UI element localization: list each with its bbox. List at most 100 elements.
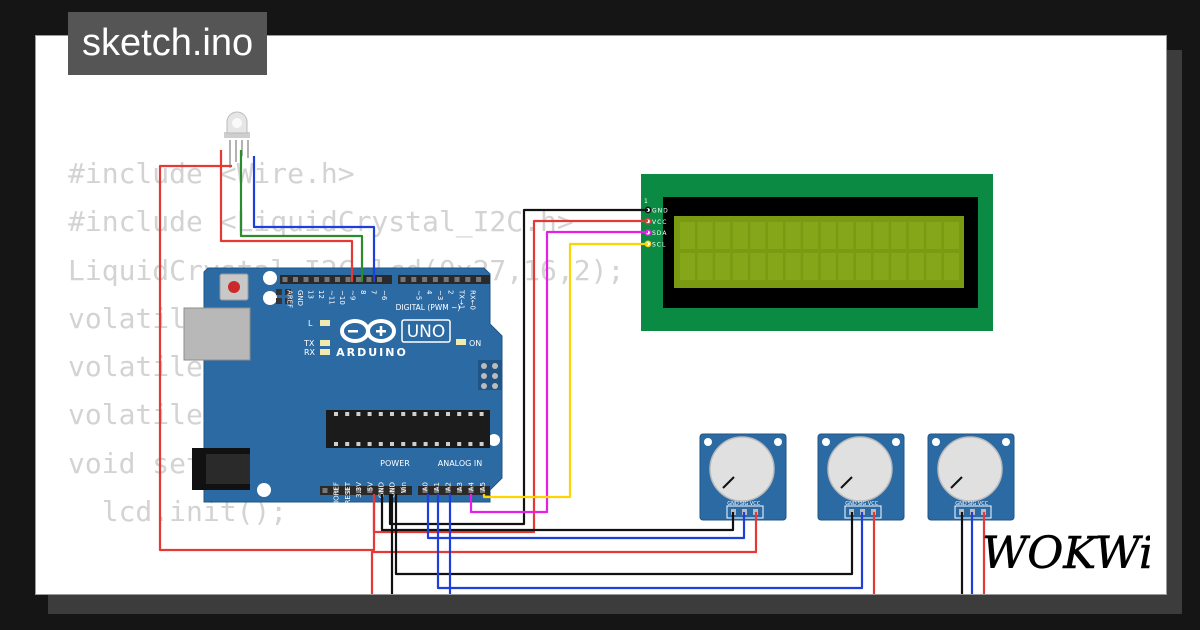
sketch-title[interactable]: sketch.ino <box>68 12 268 75</box>
pot-knob[interactable] <box>937 436 1003 502</box>
pot-knob[interactable] <box>709 436 775 502</box>
code-line: #include <LiquidCrystal_I2C.h> <box>68 205 574 239</box>
pot-pin-label: SIG <box>858 501 867 507</box>
digital-pin-label: ~10 <box>338 290 346 305</box>
led-rx <box>320 349 330 355</box>
uno-label: UNO <box>407 322 446 342</box>
header-hole <box>476 277 482 282</box>
lcd-cell <box>856 222 871 249</box>
header-hole <box>335 277 340 282</box>
lcd-cell <box>785 222 801 249</box>
power-pin-label: IOREF <box>333 482 341 503</box>
lcd-cell <box>838 222 854 249</box>
chip-pin <box>446 412 450 416</box>
digital-pin-label: 12 <box>317 290 325 299</box>
reset-button[interactable] <box>219 273 249 301</box>
analog-pin-label: A2 <box>445 482 453 491</box>
chip-pin <box>423 442 428 446</box>
header-hole <box>282 277 288 282</box>
digital-pin-label: RX←0 <box>468 290 476 310</box>
digital-pin-label: GND <box>296 290 304 306</box>
header-hole <box>293 277 298 282</box>
chip-pin <box>434 442 439 446</box>
header-hole <box>333 488 339 493</box>
chip-pin <box>412 442 417 446</box>
header-hole <box>457 488 462 493</box>
chip-pin <box>412 412 417 416</box>
arduino-uno-board[interactable]: L TX RX ON UNO ARDUINO DIGITAL (PWM ~) P… <box>183 267 503 504</box>
header-hole <box>400 277 406 282</box>
atmega-chip <box>326 410 490 448</box>
header-hole <box>377 277 382 282</box>
power-pin-label: GND <box>389 482 397 498</box>
lcd-cell <box>856 253 871 280</box>
led-on <box>456 339 466 345</box>
rgb-led[interactable] <box>224 111 250 168</box>
pot-indicator <box>722 476 735 489</box>
wire-black <box>388 208 648 526</box>
arduino-infinity-logo <box>340 319 396 343</box>
lcd-pin1-label: 1 <box>644 198 648 205</box>
led-on-label: ON <box>469 339 481 348</box>
power-analog-header <box>320 486 490 495</box>
header-hole <box>344 488 350 493</box>
power-pin-label: GND <box>378 482 386 498</box>
header-hole <box>356 488 362 493</box>
chip-pin <box>390 442 394 446</box>
chip-pin <box>345 442 350 446</box>
pot-indicator <box>950 476 963 489</box>
digital-pin-label: AREF <box>286 290 294 308</box>
usb-connector <box>183 307 251 361</box>
digital-pin-label: ~9 <box>349 290 357 300</box>
lcd-cell <box>750 222 766 249</box>
lcd-pin-label: GND <box>652 208 669 215</box>
digital-header <box>280 275 490 284</box>
lcd-cell <box>908 253 924 280</box>
chip-pin <box>401 442 406 446</box>
pot-pin-label: GND <box>955 501 967 507</box>
chip-pin <box>345 412 350 416</box>
header-hole <box>378 488 384 493</box>
led-rx-label: RX <box>304 348 316 357</box>
wire-green <box>239 150 364 282</box>
pot-knob[interactable] <box>827 436 893 502</box>
chip-pin <box>479 412 484 416</box>
wire-red <box>372 219 648 534</box>
code-line: volatile <box>68 301 203 335</box>
chip-pin <box>367 412 372 416</box>
lcd-cell <box>715 222 731 249</box>
lcd-cell <box>680 253 695 280</box>
digital-pin-label: 8 <box>359 290 367 294</box>
lcd-cell <box>732 222 748 249</box>
pot-pin-label: VCC <box>868 501 879 507</box>
chip-pin <box>378 442 383 446</box>
analog-pin-label: A4 <box>468 481 476 491</box>
header-hole <box>465 277 471 282</box>
header-hole <box>400 488 406 493</box>
lcd-cell <box>680 222 695 249</box>
header-hole <box>324 277 330 282</box>
code-line: volatile <box>68 350 203 384</box>
digital-pin-label: TX→1 <box>458 289 466 309</box>
mounting-hole <box>488 434 500 446</box>
wire-black <box>380 494 735 532</box>
wire-red <box>219 150 354 282</box>
mounting-hole <box>257 483 271 497</box>
lcd-cell <box>803 253 819 280</box>
lcd-pin-label: SCL <box>652 241 666 248</box>
lcd-cell <box>750 253 766 280</box>
header-hole <box>480 488 485 493</box>
power-pin-label: RESET <box>344 481 352 504</box>
header-hole <box>322 488 328 493</box>
digital-pin-label: ~6 <box>380 290 388 301</box>
digital-pin-label: 2 <box>447 290 455 294</box>
digital-pin-label: 4 <box>425 290 433 295</box>
header-hole <box>356 277 361 282</box>
icsp-header <box>276 289 291 304</box>
chip-pin <box>434 412 439 416</box>
